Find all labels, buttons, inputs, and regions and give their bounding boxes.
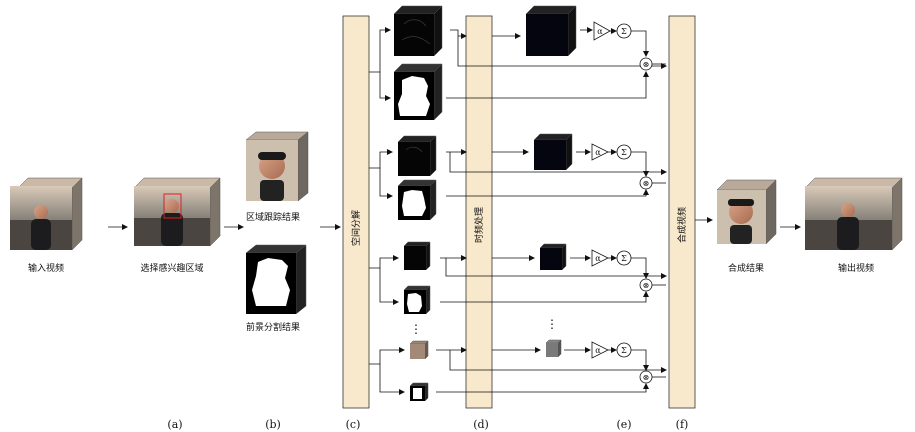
level3-filtered-cube (539, 243, 567, 271)
level2-filtered-cube (533, 133, 573, 171)
temporal-processing-label: 时频处理 (473, 207, 485, 243)
level1-filtered-cube (525, 5, 577, 57)
amplify-alpha-1 (593, 21, 611, 41)
input-video-label: 输入视频 (28, 262, 64, 274)
roi-selection-cube (133, 177, 221, 247)
cross-wires (436, 29, 667, 393)
alpha-symbol-4: α (595, 346, 601, 355)
multiply-symbol-1: ⊗ (643, 60, 650, 69)
amplify-alpha-3 (591, 249, 609, 267)
foreground-seg-label: 前景分割结果 (246, 321, 300, 333)
sigma-symbol-3: Σ (621, 254, 627, 263)
level1-detail-cube (393, 5, 443, 57)
tracking-result-cube (245, 131, 309, 202)
pyramid-branches (369, 27, 405, 395)
alpha-symbol-2: α (595, 148, 601, 157)
synthesis-bar (668, 15, 696, 409)
synthesis-label: 合成视频 (676, 207, 688, 243)
level4-filtered-cube (545, 339, 562, 358)
sigma-symbol-4: Σ (621, 346, 627, 355)
spatial-decomposition-bar (342, 15, 370, 409)
spatial-decomposition-label: 空间分解 (350, 210, 362, 246)
stage-label-a: (a) (167, 418, 182, 431)
stage-label-e: (e) (616, 418, 631, 431)
level3-mask-cube (403, 285, 431, 315)
output-video-label: 输出视频 (838, 262, 874, 274)
amplify-alpha-4 (591, 341, 609, 359)
stage-label-b: (b) (265, 418, 281, 431)
level2-mask-cube (397, 179, 437, 221)
level4-mask-cube (409, 382, 429, 402)
multiply-symbol-2: ⊗ (643, 179, 650, 188)
alpha-symbol-3: α (595, 254, 601, 263)
temporal-processing-bar (465, 15, 493, 409)
level1-mask-cube (393, 63, 443, 121)
stage-label-f: (f) (676, 418, 689, 431)
synthesis-result-label: 合成结果 (728, 262, 764, 274)
stage-label-c: (c) (346, 418, 361, 431)
level2-detail-cube (397, 135, 437, 177)
stage-label-d: (d) (473, 418, 489, 431)
level4-detail-cube (409, 340, 429, 360)
multiply-symbol-4: ⊗ (643, 373, 650, 382)
synthesis-result-cube (716, 179, 777, 245)
multiply-symbol-3: ⊗ (643, 281, 650, 290)
sigma-symbol-2: Σ (621, 148, 627, 157)
foreground-seg-cube (245, 244, 307, 315)
roi-box (163, 193, 182, 219)
level3-detail-cube (403, 241, 431, 271)
level-ellipsis-left: ⋮ (410, 322, 422, 336)
sigma-symbol-1: Σ (621, 27, 627, 36)
input-video-cube (10, 177, 83, 251)
select-roi-label: 选择感兴趣区域 (140, 262, 203, 274)
alpha-symbol-1: α (597, 27, 603, 36)
level-ellipsis-right: ⋮ (546, 317, 558, 331)
region-tracking-label: 区域跟踪结果 (246, 211, 300, 223)
amplify-alpha-2 (591, 143, 609, 161)
output-video-cube (804, 177, 903, 251)
